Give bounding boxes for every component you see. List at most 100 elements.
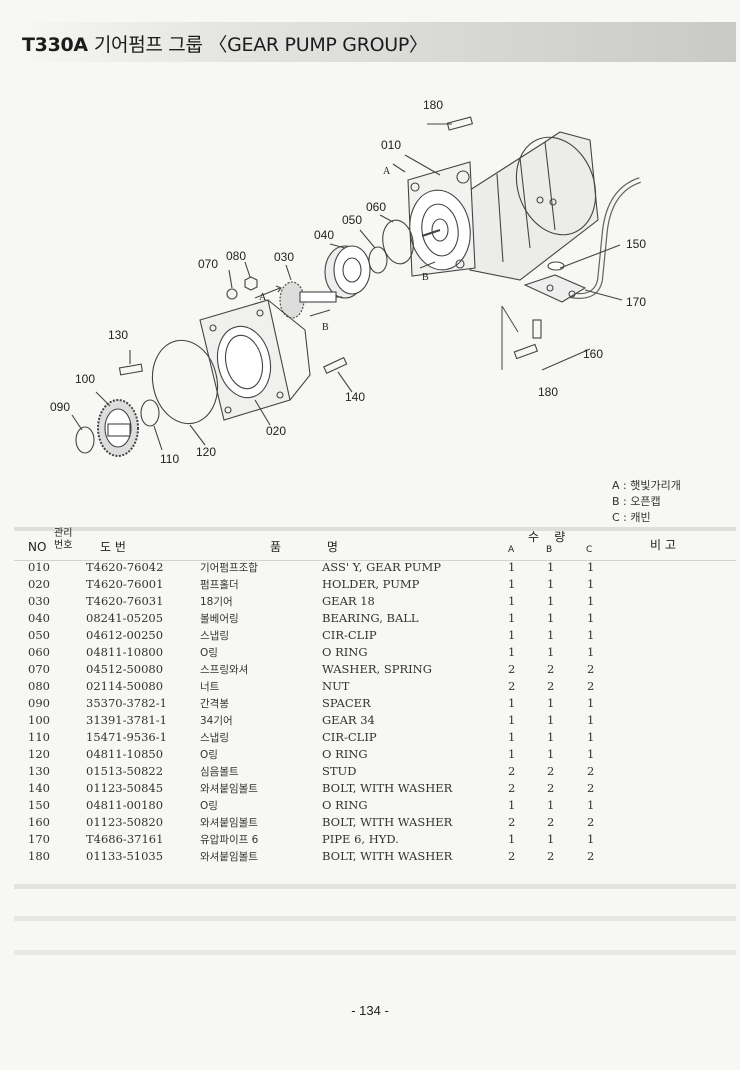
cell-qty-c: 2 <box>587 815 595 829</box>
gear-pump-assembly <box>407 131 599 281</box>
cell-part-number: 01133-51035 <box>86 849 164 863</box>
cell-qty-c: 2 <box>587 849 595 863</box>
callout-180-bottom: 180 <box>538 385 559 399</box>
callout-040: 040 <box>314 228 335 242</box>
cell-qty-a: 1 <box>508 730 516 744</box>
cell-qty-c: 1 <box>587 560 595 574</box>
cell-qty-b: 2 <box>547 849 555 863</box>
hydraulic-pipe <box>523 177 642 303</box>
callout-090: 090 <box>50 400 71 414</box>
header-rule <box>14 560 736 561</box>
cell-name-kr: 볼베어링 <box>200 613 239 625</box>
o-ring-120 <box>151 339 219 425</box>
cell-qty-a: 2 <box>508 662 516 676</box>
cell-no: 070 <box>28 662 50 676</box>
cell-qty-a: 1 <box>508 611 516 625</box>
cell-no: 180 <box>28 849 50 863</box>
cell-part-number: 35370-3782-1 <box>86 696 167 710</box>
cell-name-kr: 펌프홀더 <box>200 579 239 591</box>
bolt-140 <box>323 356 348 375</box>
legend-item: B : 오픈캡 <box>612 495 661 508</box>
cell-part-number: 02114-50080 <box>86 679 164 693</box>
header-mgmt-no: 관리 번호 <box>54 528 73 551</box>
cell-name-kr: 스냅링 <box>200 630 229 642</box>
page-number: - 134 - <box>351 1003 389 1018</box>
cell-no: 130 <box>28 764 50 778</box>
cell-qty-c: 1 <box>587 628 595 642</box>
cell-qty-c: 2 <box>587 764 595 778</box>
callout-020: 020 <box>266 424 287 438</box>
spacer-090 <box>75 426 95 454</box>
gear-34 <box>97 399 139 457</box>
cell-name-en: NUT <box>322 679 350 693</box>
cell-qty-a: 2 <box>508 679 516 693</box>
cell-name-en: BOLT, WITH WASHER <box>322 849 453 863</box>
view-marker: B <box>422 272 429 283</box>
parts-table-header: NO 관리 번호 도 번 품 명 수 량 A B C 비 고 <box>14 528 736 560</box>
cell-name-en: GEAR 18 <box>322 594 375 608</box>
legend-item: A : 햇빛가리개 <box>612 479 681 492</box>
cell-name-en: CIR-CLIP <box>322 628 377 642</box>
view-marker: B <box>322 322 329 333</box>
variant-legend: A : 햇빛가리개 B : 오픈캡 C : 캐빈 <box>612 478 681 526</box>
cell-part-number: 04811-00180 <box>86 798 164 812</box>
callout-110: 110 <box>160 452 180 466</box>
cell-qty-b: 1 <box>547 645 555 659</box>
callout-080: 080 <box>226 249 247 263</box>
callout-010: 010 <box>381 138 402 152</box>
cell-no: 030 <box>28 594 50 608</box>
table-top-shade <box>14 527 736 531</box>
view-marker: A <box>259 292 267 303</box>
callout-070: 070 <box>198 257 219 271</box>
header-part-name: 품 명 <box>270 540 338 554</box>
cell-name-kr: 간격봉 <box>200 698 229 710</box>
cell-qty-b: 1 <box>547 832 555 846</box>
header-quantity: 수 량 <box>528 530 566 544</box>
cell-name-en: BEARING, BALL <box>322 611 419 625</box>
cell-name-en: BOLT, WITH WASHER <box>322 781 453 795</box>
circlip-110 <box>140 399 160 427</box>
cell-part-number: T4620-76001 <box>86 577 164 591</box>
cell-qty-a: 1 <box>508 713 516 727</box>
cell-qty-a: 2 <box>508 815 516 829</box>
cell-no: 140 <box>28 781 50 795</box>
callout-100: 100 <box>75 372 96 386</box>
cell-qty-c: 1 <box>587 730 595 744</box>
cell-qty-c: 1 <box>587 645 595 659</box>
cell-qty-a: 2 <box>508 849 516 863</box>
model-code: T330A <box>22 34 88 56</box>
header-qty-b: B <box>546 545 553 555</box>
cell-qty-c: 1 <box>587 594 595 608</box>
cell-name-en: PIPE 6, HYD. <box>322 832 399 846</box>
cell-name-en: O RING <box>322 747 368 761</box>
header-no: NO <box>28 540 47 554</box>
callout-050: 050 <box>342 213 363 227</box>
cell-part-number: 01123-50820 <box>86 815 164 829</box>
cell-qty-c: 1 <box>587 577 595 591</box>
cell-qty-a: 1 <box>508 628 516 642</box>
cell-qty-c: 1 <box>587 713 595 727</box>
cell-name-kr: 스냅링 <box>200 732 229 744</box>
cell-qty-b: 1 <box>547 594 555 608</box>
cell-part-number: T4686-37161 <box>86 832 164 846</box>
header-qty-a: A <box>508 545 515 555</box>
cell-name-en: GEAR 34 <box>322 713 375 727</box>
cell-qty-c: 1 <box>587 747 595 761</box>
cell-qty-b: 1 <box>547 560 555 574</box>
page-title-text: 기어펌프 그룹 〈GEAR PUMP GROUP〉 <box>93 34 428 56</box>
cell-qty-a: 1 <box>508 594 516 608</box>
washer-070 <box>226 288 238 300</box>
view-marker: A <box>383 166 391 177</box>
cell-name-kr: 18기어 <box>200 596 233 608</box>
cell-name-kr: 심음볼트 <box>200 766 239 778</box>
diagram-drawing: A A B B <box>71 116 642 457</box>
